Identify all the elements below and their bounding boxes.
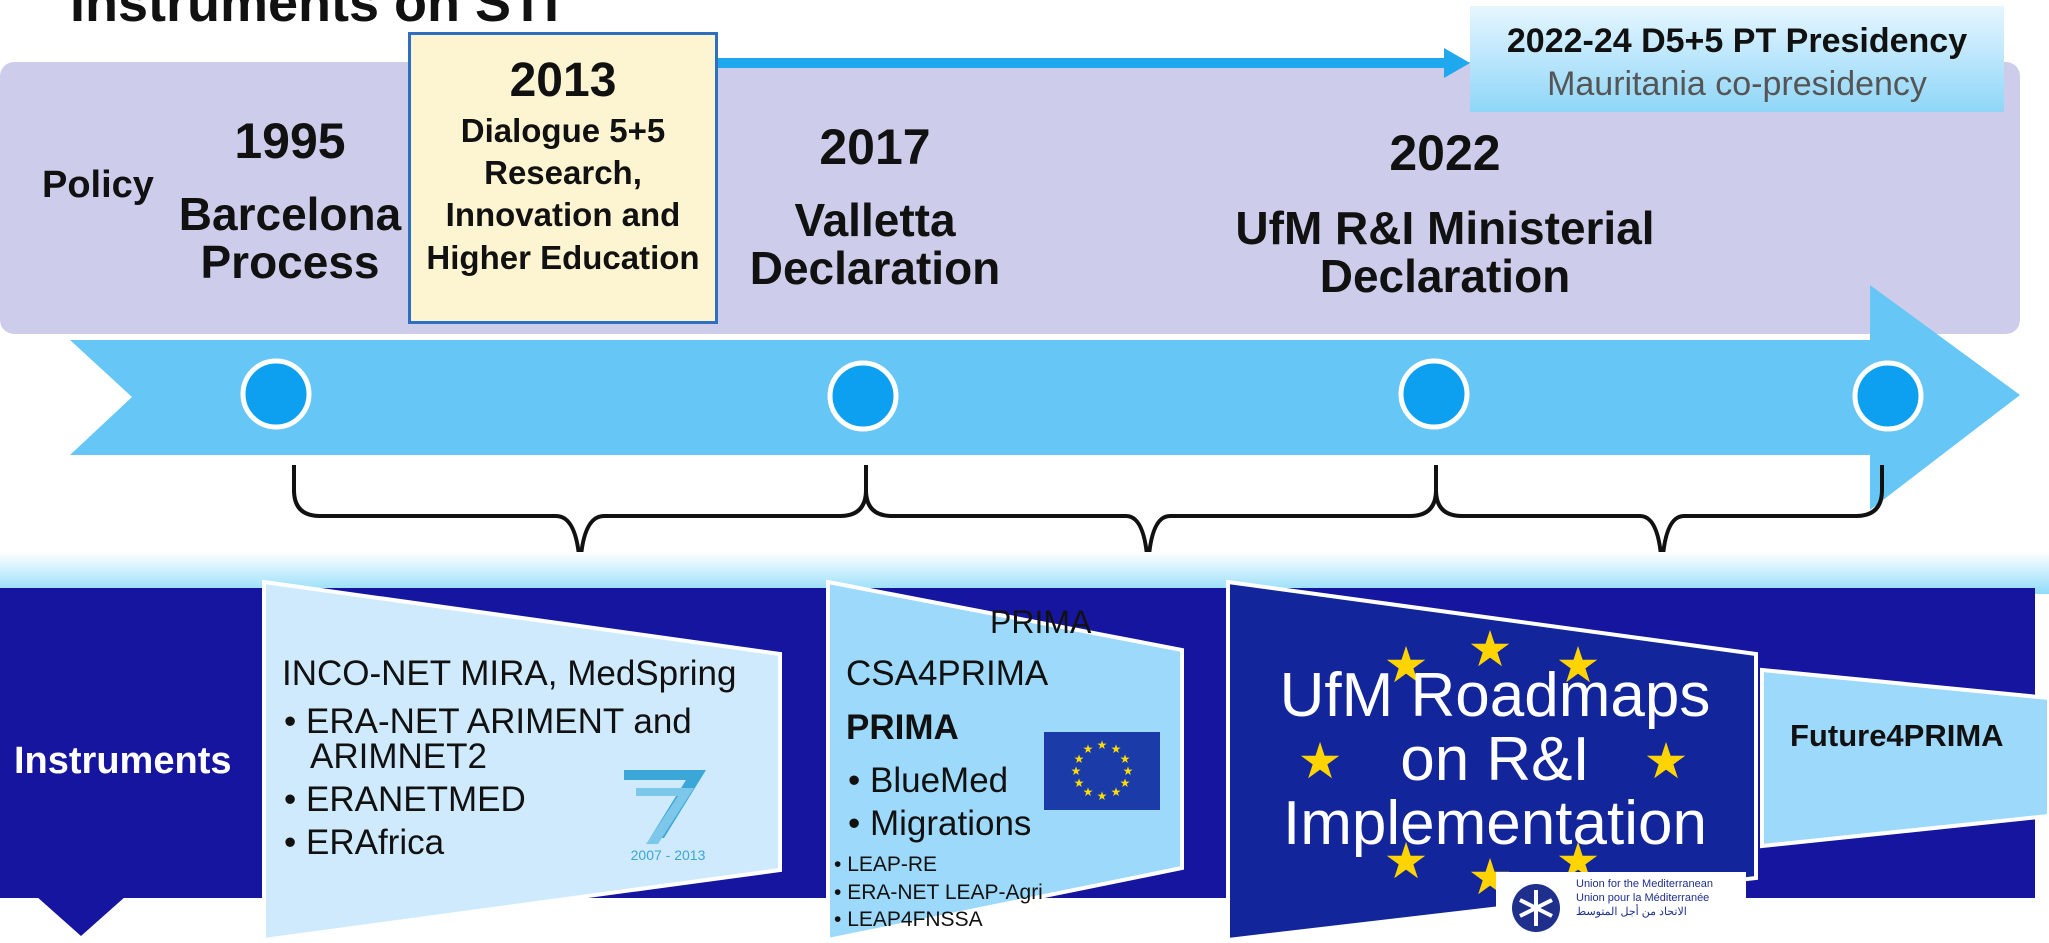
milestone-2013-event: Dialogue 5+5 Research, Innovation and Hi…	[426, 112, 700, 276]
panel-fp7-item: ERAfrica	[306, 825, 762, 860]
policy-label: Policy	[42, 164, 154, 206]
panel-fp7-heading: INCO-NET MIRA, MedSpring	[282, 654, 737, 693]
panel-prima-overlap-text: PRIMA	[990, 604, 1092, 640]
panel-fp7-item: ERANETMED	[306, 782, 762, 817]
slide-title: Instruments on STI	[70, 0, 560, 33]
panel-future-text: Future4PRIMA	[1790, 718, 2004, 753]
ufm-logo: Union for the Mediterranean Union pour l…	[1496, 872, 1746, 943]
panel-ufm-text: UfM Roadmaps on R&I Implementation	[1279, 661, 1711, 858]
svg-text:★: ★	[1120, 776, 1131, 790]
panel-prima-heading: CSA4PRIMA	[846, 654, 1049, 693]
svg-text:★: ★	[1074, 776, 1085, 790]
panel-fp7: INCO-NET MIRA, MedSpring ERA-NET ARIMENT…	[282, 654, 762, 860]
panel-fp7-item: ERA-NET ARIMENT and ARIMNET2	[306, 704, 750, 774]
panel-prima-small-item: LEAP4FNSSA	[847, 906, 1176, 933]
ufm-logo-text: Union for the Mediterranean Union pour l…	[1576, 878, 1713, 918]
svg-text:★: ★	[1644, 732, 1689, 790]
svg-text:★: ★	[1111, 742, 1122, 756]
milestone-1995-year: 1995	[234, 113, 346, 169]
eu-flag-icon: ★★★★ ★★★★ ★★★★	[1044, 732, 1160, 810]
presidency-subtitle: Mauritania co-presidency	[1547, 65, 1927, 103]
svg-text:★: ★	[1097, 738, 1108, 752]
instruments-label: Instruments	[14, 740, 232, 782]
svg-text:★: ★	[1556, 636, 1601, 694]
instruments-pointer	[36, 896, 126, 936]
svg-text:★: ★	[1083, 742, 1094, 756]
milestone-2022-event: UfM R&I Ministerial Declaration	[1235, 202, 1655, 303]
ufm-logo-icon	[1512, 884, 1560, 932]
svg-text:★: ★	[1384, 636, 1429, 694]
milestone-2022-year: 2022	[1389, 125, 1501, 181]
panel-prima-small-item: ERA-NET LEAP-Agri	[847, 879, 1176, 906]
milestone-2017-year: 2017	[819, 119, 931, 175]
milestone-2013-year: 2013	[509, 54, 617, 107]
timeline-node-2017	[827, 360, 899, 432]
panel-future-bg	[1760, 667, 2049, 849]
timeline-arrow	[70, 285, 2020, 510]
milestone-1995-event: Barcelona Process	[178, 188, 402, 289]
timeline-node-2022	[1398, 358, 1470, 430]
fp7-logo-years: 2007 - 2013	[631, 847, 706, 863]
panel-prima-bold: PRIMA	[846, 708, 959, 747]
timeline-node-future	[1852, 360, 1924, 432]
svg-text:★: ★	[1298, 732, 1343, 790]
svg-text:★: ★	[1111, 785, 1122, 799]
panel-prima-item: Migrations	[870, 803, 1176, 846]
svg-text:★: ★	[1123, 764, 1134, 778]
svg-text:★: ★	[1074, 752, 1085, 766]
svg-text:★: ★	[1384, 832, 1429, 890]
panel-prima: CSA4PRIMA PRIMA BlueMed Migrations LEAP-…	[846, 654, 1176, 933]
instruments-glow	[0, 552, 2049, 594]
presidency-title: 2022-24 D5+5 PT Presidency	[1506, 22, 1968, 60]
panel-prima-item: BlueMed	[870, 760, 1176, 803]
fp7-logo: 2007 - 2013	[624, 770, 706, 863]
svg-text:★: ★	[1097, 789, 1108, 803]
svg-text:★: ★	[1468, 620, 1513, 678]
milestone-2017-event: Valletta Declaration	[749, 194, 1001, 295]
presidency-arrow	[718, 48, 1470, 78]
presidency-box: 2022-24 D5+5 PT Presidency Mauritania co…	[1470, 6, 2004, 112]
milestone-2013-box: 2013 Dialogue 5+5 Research, Innovation a…	[408, 32, 718, 324]
svg-text:★: ★	[1071, 764, 1082, 778]
svg-text:★: ★	[1083, 785, 1094, 799]
panel-prima-small-item: LEAP-RE	[847, 851, 1176, 878]
svg-text:★: ★	[1120, 752, 1131, 766]
timeline-node-1995	[240, 358, 312, 430]
